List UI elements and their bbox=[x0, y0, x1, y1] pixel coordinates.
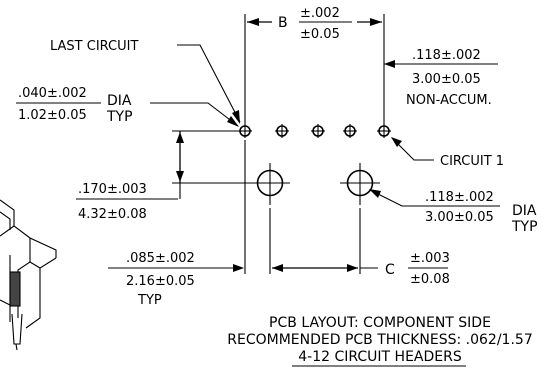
circuit-hole bbox=[343, 124, 357, 138]
extension-lines bbox=[172, 14, 385, 274]
row-offset-in: .170±.003 bbox=[78, 182, 147, 197]
circuit-1-callout: CIRCUIT 1 bbox=[391, 137, 504, 169]
row-offset-dim: .170±.003 4.32±0.08 bbox=[76, 131, 184, 222]
dim-b-tol-top: ±.002 bbox=[300, 6, 340, 21]
circuit-hole-last bbox=[238, 124, 252, 138]
non-accum-label: NON-ACCUM. bbox=[406, 93, 492, 108]
large-hole-dia: DIA bbox=[512, 203, 537, 219]
last-circuit-label: LAST CIRCUIT bbox=[50, 39, 138, 54]
dim-c-tol-top: ±.003 bbox=[410, 251, 450, 266]
edge-in: .085±.002 bbox=[126, 251, 195, 266]
notes-block: PCB LAYOUT: COMPONENT SIDE RECOMMENDED P… bbox=[227, 315, 533, 367]
small-hole-dia-callout: .040±.002 1.02±0.05 DIA TYP bbox=[16, 86, 239, 127]
large-hole-mm: 3.00±0.05 bbox=[425, 210, 494, 225]
small-hole-row bbox=[238, 124, 391, 138]
large-hole-in: .118±.002 bbox=[425, 190, 494, 205]
last-circuit-callout: LAST CIRCUIT bbox=[50, 39, 241, 124]
pitch-mm: 3.00±0.05 bbox=[412, 72, 481, 87]
note-line-2: RECOMMENDED PCB THICKNESS: .062/1.57 bbox=[227, 332, 532, 348]
connector-sketch bbox=[0, 199, 57, 351]
circuit-hole bbox=[311, 124, 325, 138]
large-hole-dia-callout: .118±.002 3.00±0.05 DIA TYP bbox=[369, 189, 538, 235]
edge-dim-callout: .085±.002 2.16±0.05 TYP bbox=[108, 251, 244, 308]
note-line-1: PCB LAYOUT: COMPONENT SIDE bbox=[269, 315, 491, 331]
circuit-hole bbox=[275, 124, 289, 138]
pitch-callout: .118±.002 3.00±0.05 NON-ACCUM. bbox=[384, 48, 498, 108]
large-hole-right bbox=[340, 163, 380, 205]
circuit-hole-1 bbox=[377, 124, 391, 138]
note-line-3: 4-12 CIRCUIT HEADERS bbox=[298, 349, 462, 365]
small-hole-in: .040±.002 bbox=[18, 86, 87, 101]
dim-b: B ±.002 ±0.05 bbox=[247, 6, 382, 42]
small-hole-dia: DIA bbox=[107, 93, 132, 109]
pitch-in: .118±.002 bbox=[412, 48, 481, 63]
edge-mm: 2.16±0.05 bbox=[126, 274, 195, 289]
row-offset-mm: 4.32±0.08 bbox=[78, 207, 147, 222]
large-hole-left bbox=[250, 163, 290, 205]
dim-c-label: C bbox=[385, 262, 395, 278]
edge-typ: TYP bbox=[137, 293, 162, 308]
small-hole-typ: TYP bbox=[106, 109, 133, 125]
small-hole-mm: 1.02±0.05 bbox=[18, 108, 87, 123]
circuit-1-label: CIRCUIT 1 bbox=[440, 154, 504, 169]
dim-c-tol-bottom: ±0.08 bbox=[410, 272, 450, 287]
dim-b-label: B bbox=[278, 15, 288, 31]
dim-c: C ±.003 ±0.08 bbox=[272, 251, 450, 287]
large-hole-typ: TYP bbox=[511, 219, 538, 235]
dim-b-tol-bottom: ±0.05 bbox=[300, 27, 340, 42]
